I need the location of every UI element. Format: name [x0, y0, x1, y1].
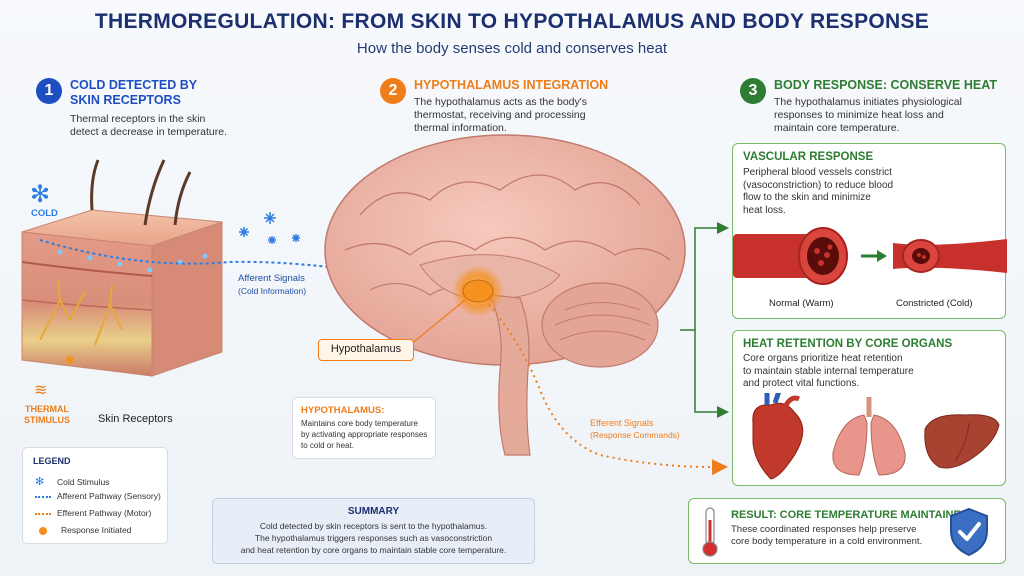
step-2-desc-line3: thermal information. [414, 122, 507, 134]
legend: LEGEND ✻ Cold Stimulus Afferent Pathway (… [22, 447, 168, 544]
afferent-line-icon [35, 495, 51, 498]
hypothalamus-label: Hypothalamus [318, 339, 414, 361]
afferent-signals-label: Afferent Signals (Cold Information) [238, 273, 306, 297]
step-3-desc-line1: The hypothalamus initiates physiological [774, 96, 962, 108]
afferent-label-line2: (Cold Information) [238, 286, 307, 296]
result-title: RESULT: CORE TEMPERATURE MAINTAINED [731, 509, 969, 521]
step-1-desc-line1: Thermal receptors in the skin [70, 113, 206, 125]
vascular-line4: heat loss. [743, 204, 786, 216]
blood-vessels-illustration [733, 227, 1007, 285]
heat-waves-icon: ≋ [34, 382, 47, 399]
legend-title: LEGEND [33, 456, 71, 466]
step-2-title: HYPOTHALAMUS INTEGRATION [414, 78, 609, 92]
skin-block [21, 159, 223, 377]
legend-item-efferent: Efferent Pathway (Motor) [35, 508, 151, 518]
thermal-stimulus-label: THERMAL STIMULUS [24, 404, 70, 426]
vascular-line2: (vasoconstriction) to reduce blood [743, 179, 894, 191]
thermometer-icon [702, 507, 718, 557]
afferent-label-line1: Afferent Signals [238, 273, 305, 284]
step-2-desc-line2: thermostat, receiving and processing [414, 109, 586, 121]
thermal-label-line2: STIMULUS [24, 415, 70, 425]
response-dot-icon [39, 526, 47, 535]
heart-icon [752, 393, 804, 480]
lungs-icon [832, 397, 906, 476]
vascular-line1: Peripheral blood vessels constrict [743, 167, 892, 178]
liver-icon [924, 414, 1000, 469]
core-organs-illustration [752, 393, 1000, 480]
cold-label: COLD [31, 208, 58, 219]
skin-receptors-label: Skin Receptors [98, 413, 173, 425]
summary-line2: The hypothalamus triggers responses such… [254, 533, 493, 543]
efferent-label-line2: (Response Commands) [590, 430, 680, 440]
hypo-callout-line2: by activating appropriate responses [301, 430, 428, 439]
step-3-title: BODY RESPONSE: CONSERVE HEAT [774, 78, 997, 92]
snowflakes [239, 212, 300, 244]
summary-title: SUMMARY [347, 506, 400, 517]
hypothalamus-callout: HYPOTHALAMUS: Maintains core body temper… [292, 397, 436, 459]
result-panel: RESULT: CORE TEMPERATURE MAINTAINED Thes… [688, 498, 1006, 564]
legend-label-efferent: Efferent Pathway (Motor) [57, 508, 152, 518]
result-text: These coordinated responses help preserv… [731, 524, 922, 548]
step-2-desc-line1: The hypothalamus acts as the body's [414, 96, 588, 108]
heat-retention-panel: HEAT RETENTION BY CORE ORGANS Core organ… [732, 330, 1006, 486]
result-line2: core body temperature in a cold environm… [731, 536, 923, 547]
heat-line1: Core organs prioritize heat retention [743, 353, 903, 364]
page-subtitle: How the body senses cold and conserves h… [356, 40, 668, 57]
legend-item-cold: ✻ Cold Stimulus [35, 475, 109, 488]
legend-item-response: Response Initiated [35, 525, 131, 535]
heat-retention-title: HEAT RETENTION BY CORE ORGANS [743, 338, 953, 350]
hypo-callout-line3: to cold or heat. [301, 441, 354, 450]
step-2-desc: The hypothalamus acts as the body's ther… [414, 96, 587, 135]
heat-line2: to maintain stable internal temperature [743, 365, 914, 377]
summary-line1: Cold detected by skin receptors is sent … [259, 521, 488, 531]
step-1-number: 1 [36, 78, 62, 104]
vascular-response-panel: VASCULAR RESPONSE Peripheral blood vesse… [732, 143, 1007, 319]
hypothalamus-callout-text: Maintains core body temperature by activ… [301, 418, 427, 451]
snowflake-icon: ✻ [30, 181, 51, 208]
result-line1: These coordinated responses help preserv… [731, 524, 917, 535]
step-3-desc-line2: responses to minimize heat loss and [774, 109, 944, 121]
step-3-desc-line3: maintain core temperature. [774, 122, 900, 134]
step-3-number: 3 [740, 78, 766, 104]
efferent-signals-label: Efferent Signals (Response Commands) [590, 417, 680, 441]
normal-warm-label: Normal (Warm) [769, 298, 834, 309]
legend-label-response: Response Initiated [61, 525, 132, 535]
hypothalamus-callout-title: HYPOTHALAMUS: [301, 405, 385, 416]
step-1-title-line2: SKIN RECEPTORS [70, 93, 181, 107]
vascular-text: Peripheral blood vessels constrict (vaso… [743, 167, 893, 217]
brain [324, 134, 686, 456]
thermal-label-line1: THERMAL [25, 404, 69, 414]
constricted-cold-label: Constricted (Cold) [896, 298, 973, 309]
shield-check-icon [950, 507, 988, 557]
step-1-title: COLD DETECTED BY SKIN RECEPTORS [70, 78, 197, 108]
summary-box: SUMMARY Cold detected by skin receptors … [212, 498, 535, 564]
vascular-line3: flow to the skin and minimize [743, 192, 871, 203]
heat-retention-text: Core organs prioritize heat retention to… [743, 353, 914, 391]
step-1-desc-line2: detect a decrease in temperature. [70, 126, 228, 138]
summary-text: Cold detected by skin receptors is sent … [213, 520, 534, 556]
page-title: THERMOREGULATION: FROM SKIN TO HYPOTHALA… [94, 10, 930, 33]
efferent-label-line1: Efferent Signals [590, 418, 654, 428]
legend-item-afferent: Afferent Pathway (Sensory) [35, 491, 161, 501]
legend-label-afferent: Afferent Pathway (Sensory) [57, 491, 161, 501]
efferent-line-icon [35, 512, 51, 515]
snowflake-icon: ✻ [35, 476, 45, 488]
efferent-pathway [484, 299, 728, 476]
step-1-desc: Thermal receptors in the skin detect a d… [70, 113, 227, 139]
vascular-title: VASCULAR RESPONSE [743, 151, 874, 163]
heat-line3: and protect vital functions. [743, 378, 860, 389]
summary-line3: and heat retention by core organs to mai… [240, 545, 507, 555]
step-2-number: 2 [380, 78, 406, 104]
legend-label-cold: Cold Stimulus [57, 477, 110, 487]
step-1-title-line1: COLD DETECTED BY [70, 78, 198, 92]
hypo-callout-line1: Maintains core body temperature [301, 419, 418, 428]
step-3-desc: The hypothalamus initiates physiological… [774, 96, 962, 135]
